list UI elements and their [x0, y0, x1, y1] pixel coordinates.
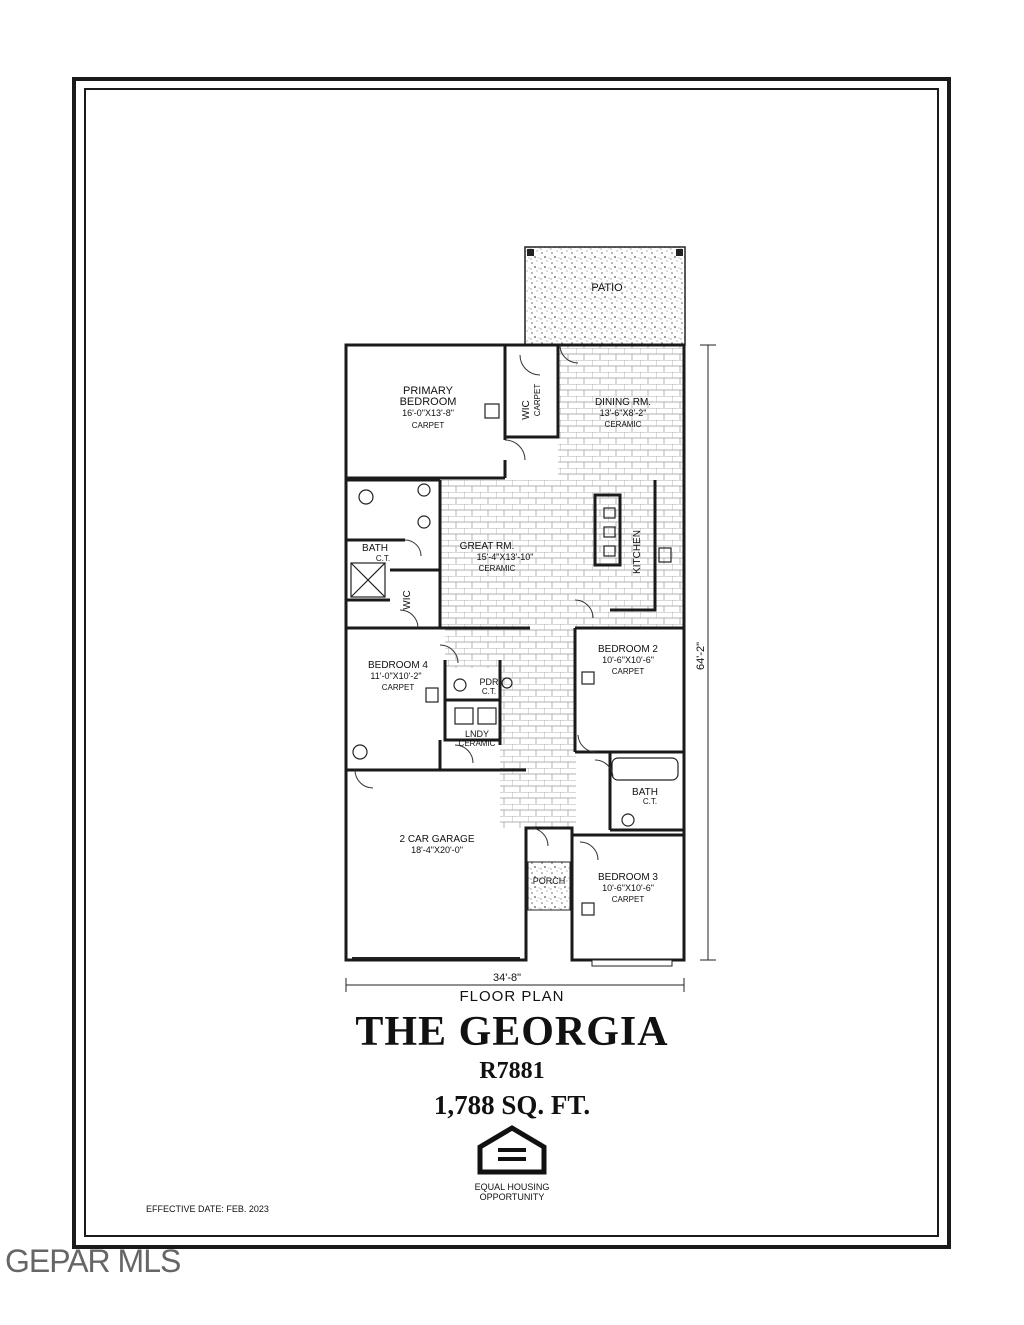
- outer-border: [72, 77, 951, 1249]
- great-room-floor: CERAMIC: [479, 564, 516, 573]
- dimension-depth: 64'-2": [695, 642, 707, 670]
- bedroom2-name: BEDROOM 2: [598, 644, 658, 655]
- porch-area: [527, 861, 571, 911]
- patio-label: PATIO: [591, 282, 623, 294]
- pdr-floor: C.T.: [482, 687, 496, 696]
- bedroom2-dims: 10'-6"X10'-6": [602, 655, 654, 665]
- dimension-lines: [345, 344, 716, 992]
- walls: [344, 343, 686, 962]
- bath1-floor: C.T.: [376, 554, 390, 563]
- primary-bedroom-floor: CARPET: [412, 421, 445, 430]
- bath2-name: BATH: [632, 787, 658, 798]
- primary-wic-label: WIC: [521, 400, 532, 419]
- bedroom4-floor: CARPET: [382, 683, 415, 692]
- mls-watermark: GEPAR MLS: [5, 1243, 181, 1279]
- door-swings: [354, 344, 614, 861]
- eho-line1: EQUAL HOUSING: [474, 1182, 550, 1192]
- model-number: R7881: [479, 1058, 545, 1084]
- eho-line2: OPPORTUNITY: [479, 1192, 545, 1202]
- dining-room-dims: 13'-6"X8'-2": [600, 408, 647, 418]
- equal-housing-text: EQUAL HOUSING OPPORTUNITY: [440, 1182, 584, 1202]
- bedroom4-dims: 11'-0"X10'-2": [370, 671, 421, 681]
- patio: PATIO: [524, 246, 686, 346]
- pdr-name: PDR: [479, 677, 499, 687]
- bedroom3-dims: 10'-6"X10'-6": [602, 883, 654, 893]
- lndy-name: LNDY: [465, 729, 489, 739]
- great-room-dims: 15'-4"X13'-10": [477, 552, 534, 562]
- great-room-name: GREAT RM.: [460, 541, 515, 552]
- dining-room-floor: CERAMIC: [605, 420, 642, 429]
- inner-border: [84, 88, 939, 1237]
- effective-date: EFFECTIVE DATE: FEB. 2023: [146, 1204, 269, 1214]
- front-entry-step: [591, 959, 673, 967]
- plan-title: THE GEORGIA: [355, 1009, 669, 1055]
- dimension-width: 34'-8": [493, 972, 521, 984]
- bedroom3-floor: CARPET: [612, 895, 645, 904]
- garage-name: 2 CAR GARAGE: [399, 834, 474, 845]
- bath1-name: BATH: [362, 543, 388, 554]
- room-labels: PRIMARY BEDROOM 16'-0"X13'-8" CARPET WIC…: [362, 384, 707, 984]
- wic2-label: WIC: [402, 590, 413, 609]
- bath2-floor: C.T.: [643, 797, 657, 806]
- lndy-floor: CERAMIC: [459, 739, 496, 748]
- porch-label: PORCH: [533, 876, 566, 886]
- bedroom4-name: BEDROOM 4: [368, 660, 428, 671]
- primary-bedroom-dims: 16'-0"X13'-8": [402, 408, 454, 418]
- kitchen-label: KITCHEN: [632, 530, 643, 574]
- dining-room-name: DINING RM.: [595, 397, 651, 408]
- equal-housing-icon: [477, 1125, 547, 1175]
- bedroom2-floor: CARPET: [612, 667, 645, 676]
- primary-bedroom-name-line2: BEDROOM: [400, 396, 457, 408]
- floor-plan-label: FLOOR PLAN: [459, 988, 565, 1005]
- primary-bedroom-name-line1: PRIMARY: [403, 385, 454, 397]
- primary-wic-floor: CARPET: [533, 384, 542, 417]
- bedroom3-name: BEDROOM 3: [598, 872, 658, 883]
- ceramic-floor: [440, 345, 684, 828]
- garage-dims: 18'-4"X20'-0": [411, 845, 463, 855]
- square-footage: 1,788 SQ. FT.: [433, 1090, 591, 1120]
- fixtures: [350, 403, 679, 916]
